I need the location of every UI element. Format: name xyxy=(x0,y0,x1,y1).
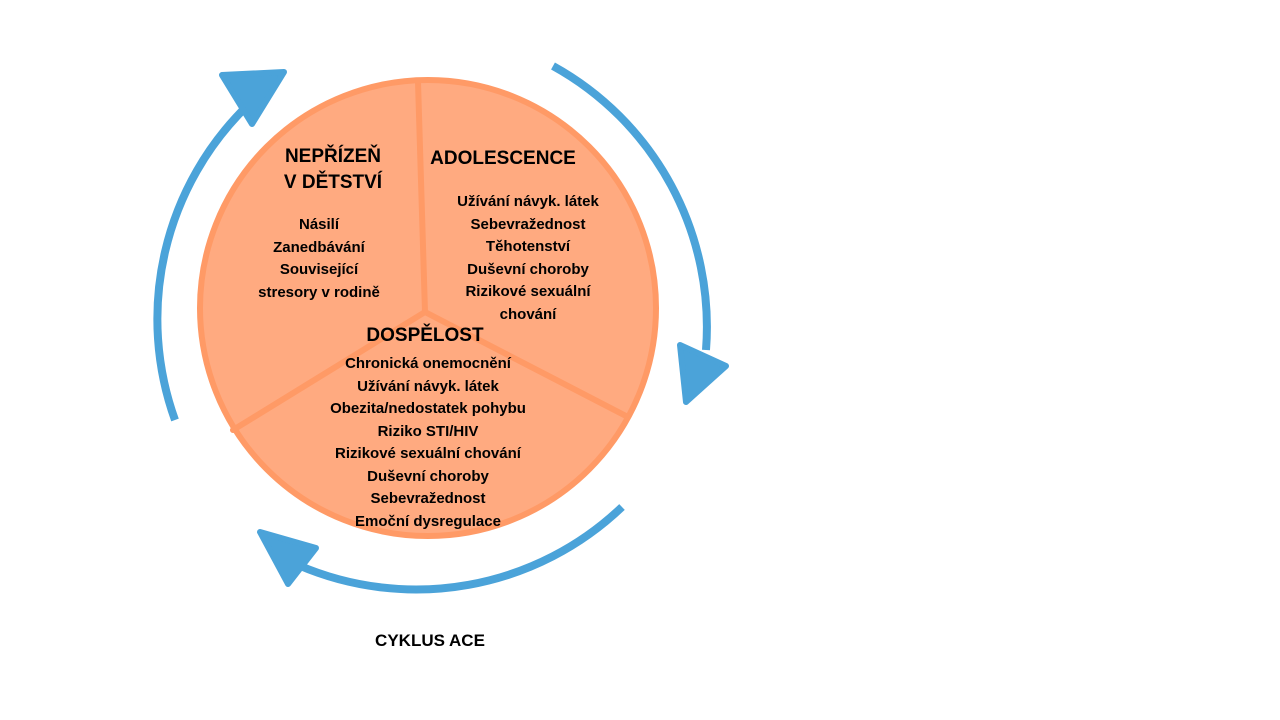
list-item: Rizikové sexuální xyxy=(465,283,591,300)
divider-right xyxy=(422,309,629,419)
list-item: Duševní choroby xyxy=(367,467,489,485)
segment-childhood-title: NEPŘÍZEŇ V DĚTSTVÍ xyxy=(248,144,418,196)
cycle-arrow-bottom xyxy=(257,504,625,594)
list-item: Duševní choroby xyxy=(467,260,589,278)
list-item: stresory v rodině xyxy=(258,283,380,301)
cycle-circle xyxy=(197,77,659,539)
list-item: Rizikové sexuální chování xyxy=(335,445,521,462)
segment-adolescence-list: Užívání návyk. látek Sebevražednost Těho… xyxy=(438,191,618,326)
list-item: Riziko STI/HIV xyxy=(377,422,479,440)
cycle-caption: CYKLUS ACE xyxy=(375,631,485,650)
list-item: Emoční dysregulace xyxy=(355,512,501,530)
segment-adulthood-list: Chronická onemocnění Užívání návyk. láte… xyxy=(308,353,548,533)
list-item: Sebevražednost xyxy=(370,490,486,507)
cycle-arrow-left xyxy=(153,69,287,422)
list-item: chování xyxy=(499,305,557,323)
segment-adolescence-title: ADOLESCENCE xyxy=(430,148,576,169)
list-item: Násilí xyxy=(298,216,340,233)
list-item: Užívání návyk. látek xyxy=(457,193,599,210)
segment-childhood-list: Násilí Zanedbávání Související stresory … xyxy=(239,214,399,304)
list-item: Užívání návyk. látek xyxy=(357,377,499,395)
list-item: Těhotenství xyxy=(485,238,571,255)
list-item: Chronická onemocnění xyxy=(345,355,511,372)
list-item: Související xyxy=(279,261,359,278)
divider-top xyxy=(415,79,428,315)
list-item: Sebevražednost xyxy=(470,215,586,233)
childhood-title-line-2: V DĚTSTVÍ xyxy=(283,172,383,193)
childhood-title-line-1: NEPŘÍZEŇ xyxy=(284,146,382,167)
segment-adulthood-title: DOSPĚLOST xyxy=(366,325,484,346)
divider-left xyxy=(230,309,428,433)
cycle-arrow-right xyxy=(551,62,729,405)
list-item: Obezita/nedostatek pohybu xyxy=(330,400,526,417)
list-item: Zanedbávání xyxy=(273,238,365,256)
